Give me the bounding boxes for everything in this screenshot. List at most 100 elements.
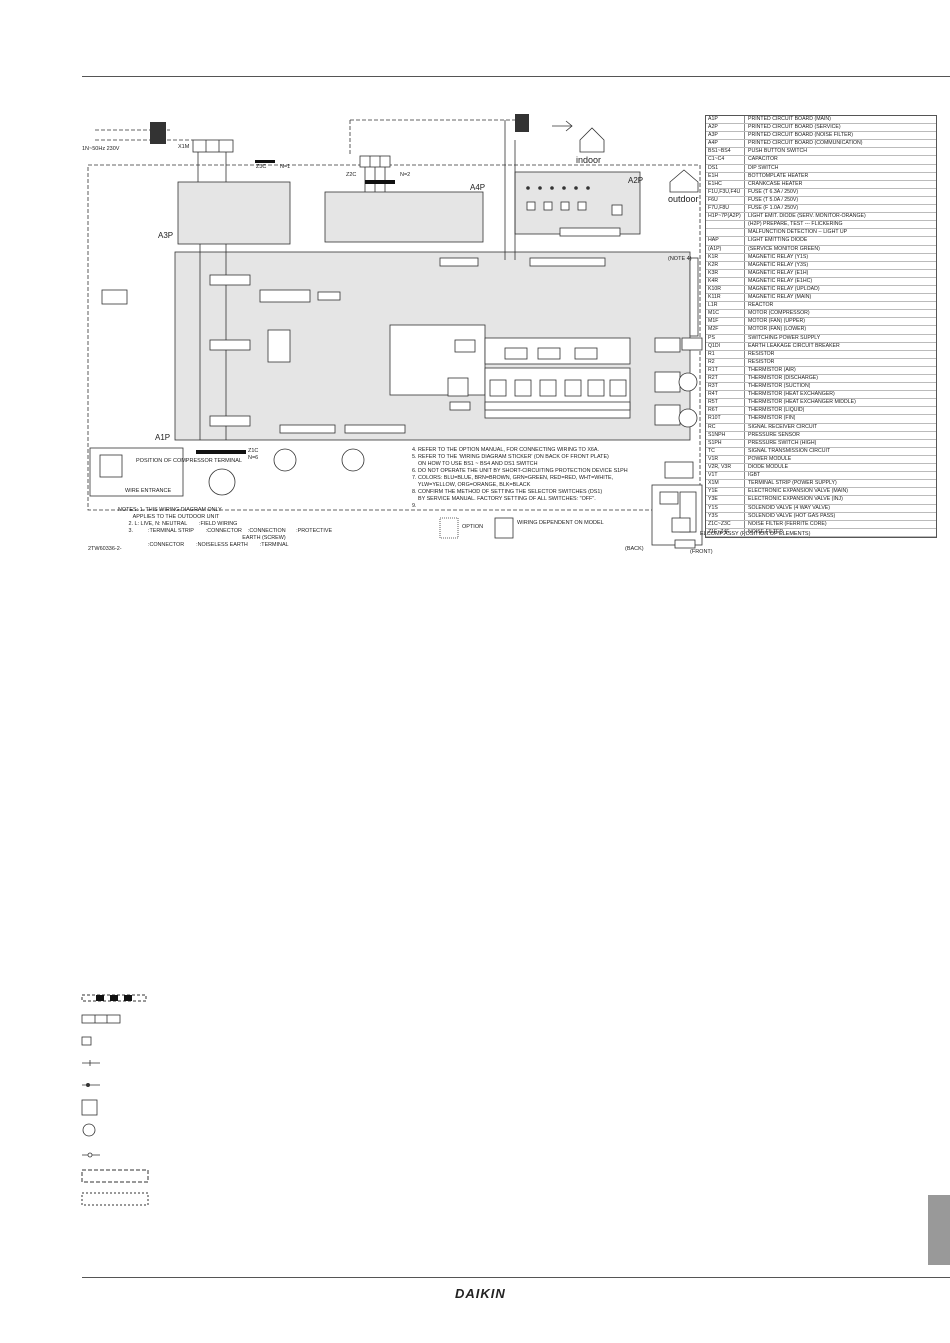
legend-code: L1R: [706, 302, 745, 310]
legend-desc: IGBT: [748, 472, 761, 479]
wiring-dependent-label: WIRING DEPENDENT ON MODEL: [517, 520, 604, 526]
legend-code: X1M: [706, 480, 745, 488]
ferrite-core-indoor: [515, 114, 529, 132]
legend-desc: POWER MODULE: [748, 455, 792, 462]
legend-code: R1T: [706, 366, 745, 374]
v3r-module: [267, 329, 291, 363]
wire-entrance-label: WIRE ENTRANCE: [125, 488, 171, 494]
legend-code: M1F: [706, 318, 745, 326]
legend-code: V2R, V3R: [706, 464, 745, 472]
x1m-comm-terminal: [359, 155, 391, 168]
r10t-box: [447, 377, 469, 397]
outdoor-house-icon: [669, 169, 699, 193]
connector2-symbol: [82, 1060, 100, 1066]
legend-code: E1HC: [706, 180, 745, 188]
protective-earth-symbol: [81, 1099, 98, 1116]
legend-code: V1R: [706, 455, 745, 464]
z1c-label: Z1C: [248, 448, 258, 454]
indoor-house-icon: [579, 127, 605, 153]
legend-code: A3P: [706, 132, 745, 140]
x9a-connector: [439, 257, 479, 267]
legend-code: TC: [706, 447, 745, 455]
legend-code: A2P: [706, 124, 745, 132]
legend-code: E1H: [706, 172, 745, 180]
legend-code: R5T: [706, 399, 745, 407]
legend-desc: MALFUNCTION DETECTION -- LIGHT UP: [748, 229, 848, 236]
legend-desc: THERMISTOR (HEAT EXCHANGER MIDDLE): [748, 399, 856, 406]
connector-symbol: [81, 1036, 92, 1046]
legend-code: K4R: [706, 277, 745, 285]
legend-code: M2F: [706, 326, 745, 334]
legend-desc: MAGNETIC RELAY (Y3S): [748, 261, 809, 268]
legend-desc: MOTOR (FAN) (LOWER): [748, 326, 807, 333]
x107a-connector: [344, 424, 406, 434]
legend-desc: FUSE (T 6.3A / 250V): [748, 188, 799, 195]
s1ph-switch: [454, 339, 476, 353]
legend-desc: CRANKCASE HEATER: [748, 180, 803, 187]
terminal-square: [99, 454, 123, 478]
legend-desc: THERMISTOR (HEAT EXCHANGER): [748, 391, 835, 398]
a4p-label: A4P: [470, 183, 485, 192]
legend-code: K1R: [706, 253, 745, 261]
legend-desc: PRINTED CIRCUIT BOARD (SERVICE): [748, 124, 841, 131]
a2p-leds: [526, 186, 590, 190]
elcomp-label: ELCOMP.ASSY (POSITION OF ELEMENTS): [700, 531, 811, 537]
legend-desc: SIGNAL RECEIVER CIRCUIT: [748, 423, 818, 430]
v1r-module: [209, 415, 251, 427]
legend-desc: REACTOR: [748, 302, 774, 309]
a4p-board: [324, 191, 484, 243]
z3c-core: [255, 160, 275, 163]
back-label: (BACK): [625, 546, 644, 552]
option-legend-box: [439, 517, 459, 539]
doc-id: 2TW60336-2-: [88, 546, 122, 552]
x1m-label: X1M: [178, 144, 190, 150]
indoor-label: indoor: [576, 155, 601, 165]
legend-code: DS1: [706, 164, 745, 172]
legend-code: A4P: [706, 140, 745, 148]
legend-desc: RESISTOR: [748, 358, 775, 365]
front-label: (FRONT): [690, 549, 713, 555]
legend-desc: BOTTOMPLATE HEATER: [748, 172, 809, 179]
a3p-board: [177, 181, 291, 245]
legend-code: K2R: [706, 261, 745, 269]
x6a-connector: [689, 257, 699, 337]
y3s-box: [537, 347, 561, 360]
legend-desc: THERMISTOR (FIN): [748, 415, 796, 422]
legend-desc: ELECTRONIC EXPANSION VALVE (INJ): [748, 496, 843, 503]
legend-desc: THERMISTOR (LIQUID): [748, 407, 805, 414]
thermistors: [489, 379, 627, 397]
legend-code: R6T: [706, 407, 745, 415]
thermistor-group: [484, 367, 631, 419]
legend-desc: ELECTRONIC EXPANSION VALVE (MAIN): [748, 488, 849, 495]
legend-code: BS1~BS4: [706, 148, 745, 156]
legend-desc: PRINTED CIRCUIT BOARD (NOISE FILTER): [748, 132, 854, 139]
legend-code: F6U: [706, 196, 745, 205]
x22a-connector: [654, 404, 681, 426]
legend-code: R1: [706, 350, 745, 358]
a2p-label: A2P: [628, 176, 643, 185]
symbol-legend: [81, 994, 149, 1206]
noiseless-earth-symbol: [82, 1123, 96, 1137]
legend-desc: DIODE MODULE: [748, 464, 789, 471]
legend-code: R3T: [706, 383, 745, 391]
elcomp-x1m: [674, 539, 696, 549]
note4-label: (NOTE 4): [668, 256, 692, 262]
